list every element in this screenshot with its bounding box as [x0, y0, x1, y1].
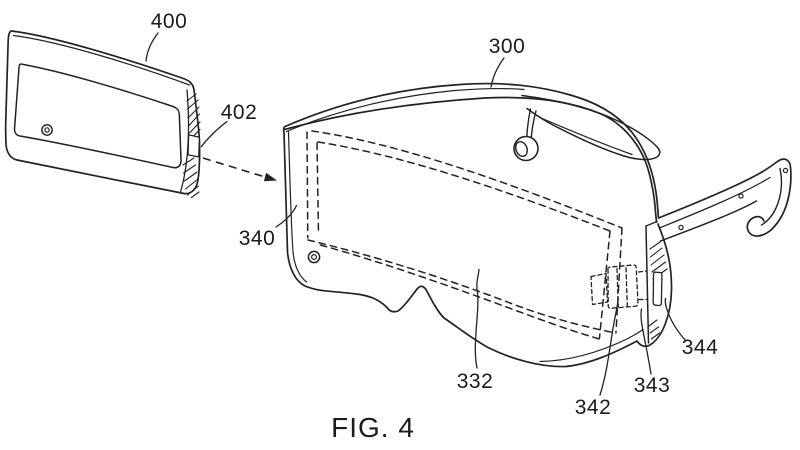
hinge-rivet-3: [782, 167, 789, 174]
leader-402: [200, 120, 228, 148]
phone-camera-icon: [41, 124, 53, 136]
headset-drawing: [282, 82, 792, 368]
bottom-thickness-line: [539, 328, 644, 363]
reference-numerals: 400 402 300 340 332 342 343 344: [151, 10, 719, 419]
ref-label-phone: 400: [151, 10, 188, 33]
dock-connector-box: [607, 264, 639, 309]
insertion-arrow: [202, 157, 277, 182]
phone-screen: [13, 63, 182, 169]
hinge-rivet-2: [738, 193, 744, 199]
far-temple-arm-inner-line: [539, 116, 633, 156]
arm-mid-line: [658, 176, 771, 229]
leader-lines: [145, 32, 687, 396]
end-face-top-edge: [645, 220, 658, 227]
ref-label-side-slot: 344: [682, 336, 719, 359]
end-face-left-edge: [645, 225, 650, 344]
leader-340: [275, 204, 298, 228]
phone-speaker-hatch-top: [186, 93, 201, 138]
dock-connector-links: [637, 270, 648, 301]
slot-inner-dashed: [316, 141, 611, 340]
slot-outer-dashed: [306, 130, 623, 334]
ref-label-frame-slot: 340: [239, 227, 276, 250]
smartphone-drawing: [4, 30, 201, 199]
leader-342: [599, 300, 619, 396]
brow-bar-lower-edge: [283, 96, 658, 223]
earbud-icon: [513, 135, 539, 162]
figure-caption: FIG. 4: [331, 412, 415, 443]
left-face-inner-line: [287, 131, 308, 283]
ref-label-headset: 300: [489, 35, 526, 58]
brow-bar-inner-line: [285, 88, 525, 133]
frame-button: [307, 250, 321, 264]
end-face-hatch-bottom: [648, 319, 661, 340]
hinge-rivet-1: [678, 224, 684, 231]
earbud-inner-detail: [515, 141, 528, 157]
ref-label-display-opening: 332: [457, 370, 494, 393]
far-temple-arm: [521, 94, 661, 161]
hidden-slot-frame: [306, 130, 623, 340]
leader-344: [664, 297, 687, 342]
frame-button-inner: [311, 254, 318, 261]
leader-300: [490, 57, 505, 88]
phone-connector-port: [187, 134, 201, 158]
phone-speaker-hatch-bottom: [182, 157, 200, 199]
ear-hook-inner-edge: [760, 167, 783, 226]
leader-400: [145, 32, 159, 62]
ref-label-dock-connector: 342: [575, 396, 612, 419]
headset-body-outline: [282, 82, 792, 368]
dock-connector-tab: [590, 272, 609, 306]
earbud-stem: [526, 108, 537, 139]
ref-label-port: 343: [634, 374, 671, 397]
arm-lower-edge: [659, 200, 758, 242]
insertion-arrow-head: [263, 172, 277, 182]
leader-332: [474, 268, 480, 369]
end-face-hatch: [649, 241, 668, 280]
phone-top-edge-line: [12, 34, 191, 86]
leader-343: [640, 308, 652, 375]
ref-label-phone-connector: 402: [221, 101, 258, 124]
phone-camera-inner: [44, 127, 50, 133]
side-slot-344: [652, 271, 663, 307]
insertion-arrow-dashes: [202, 157, 266, 178]
